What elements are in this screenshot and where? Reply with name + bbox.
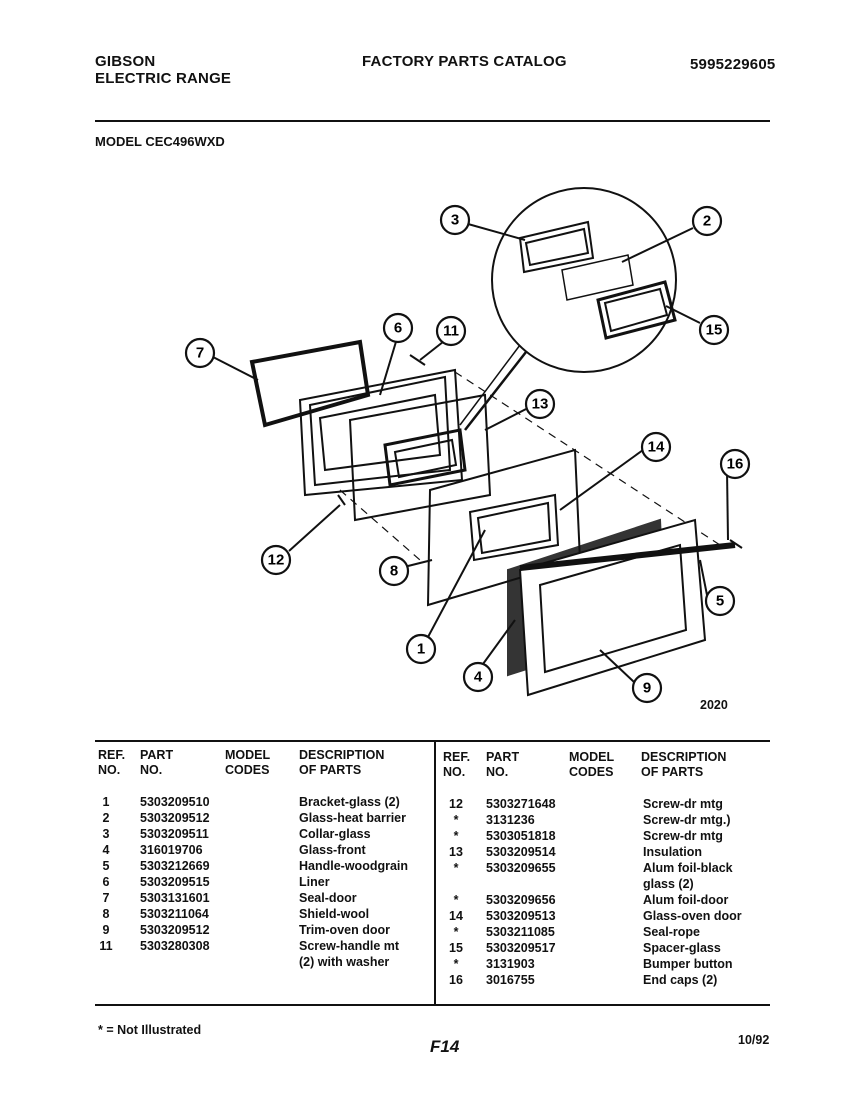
callout-13: 13 [524, 388, 556, 420]
product-type: ELECTRIC RANGE [95, 70, 232, 87]
callout-2: 2 [691, 205, 723, 237]
svg-text:16: 16 [727, 456, 744, 473]
svg-text:3: 3 [451, 212, 459, 229]
right-header-codes: CODES [569, 765, 614, 779]
table-divider [434, 742, 436, 1004]
callout-15: 15 [698, 314, 730, 346]
model-number: MODEL CEC496WXD [95, 134, 225, 149]
right-header-desc: DESCRIPTION [641, 750, 727, 764]
spacer-glass-shape [596, 280, 677, 340]
svg-text:4: 4 [474, 669, 483, 686]
callout-11: 11 [435, 315, 467, 347]
not-illustrated-legend: * = Not Illustrated [98, 1023, 202, 1037]
glass-heat-barrier-shape [561, 254, 634, 301]
right-header-part-no: NO. [486, 765, 509, 779]
svg-text:11: 11 [443, 323, 459, 340]
callout-1: 1 [405, 633, 437, 665]
svg-text:6: 6 [394, 320, 402, 337]
brand: GIBSON [95, 53, 156, 70]
svg-text:15: 15 [706, 322, 723, 339]
left-header-no: NO. [98, 763, 121, 777]
left-header-ref: REF. [98, 748, 126, 762]
svg-text:7: 7 [196, 345, 204, 362]
callout-14: 14 [640, 431, 672, 463]
left-header-part-no: NO. [140, 763, 163, 777]
svg-text:14: 14 [648, 439, 665, 456]
left-header-model: MODEL [225, 748, 271, 762]
right-header-of-parts: OF PARTS [641, 765, 704, 779]
catalog-title: FACTORY PARTS CATALOG [362, 53, 567, 70]
insulation-shape [348, 393, 492, 522]
svg-text:8: 8 [390, 563, 398, 580]
callout-6-top: 6 [382, 312, 414, 344]
svg-text:5: 5 [716, 593, 724, 610]
figure-code: 2020 [700, 698, 728, 712]
detail-magnifier-circle [491, 187, 677, 373]
left-header-desc: DESCRIPTION [299, 748, 385, 762]
seal-door-shape [249, 339, 371, 428]
exploded-parts-diagram: 3 2 15 7 6 11 13 14 16 12 8 5 1 4 9 [184, 187, 751, 704]
left-header-of-parts: OF PARTS [299, 763, 362, 777]
left-header-codes: CODES [225, 763, 270, 777]
svg-text:2: 2 [703, 213, 711, 230]
table-bottom-rule [95, 1004, 770, 1006]
liner-shape [298, 368, 464, 497]
right-header-model: MODEL [569, 750, 615, 764]
svg-text:9: 9 [643, 680, 651, 697]
callout-7: 7 [184, 337, 216, 369]
revision-date: 10/92 [738, 1033, 770, 1047]
callout-5: 5 [704, 585, 736, 617]
header-rule [95, 120, 770, 122]
svg-text:12: 12 [268, 552, 285, 569]
right-header-no: NO. [443, 765, 466, 779]
svg-text:1: 1 [417, 641, 425, 658]
page-number: F14 [430, 1037, 460, 1056]
catalog-number: 5995229605 [690, 56, 776, 73]
callout-12: 12 [260, 544, 292, 576]
callout-8: 8 [378, 555, 410, 587]
callout-16: 16 [719, 448, 751, 480]
collar-glass-shape [518, 220, 595, 274]
callout-3: 3 [439, 204, 471, 236]
right-header-part: PART [486, 750, 520, 764]
left-header-part: PART [140, 748, 174, 762]
callout-9: 9 [631, 672, 663, 704]
right-header-ref: REF. [443, 750, 471, 764]
callout-4: 4 [462, 661, 494, 693]
table-top-rule [95, 740, 770, 742]
svg-text:13: 13 [532, 396, 549, 413]
